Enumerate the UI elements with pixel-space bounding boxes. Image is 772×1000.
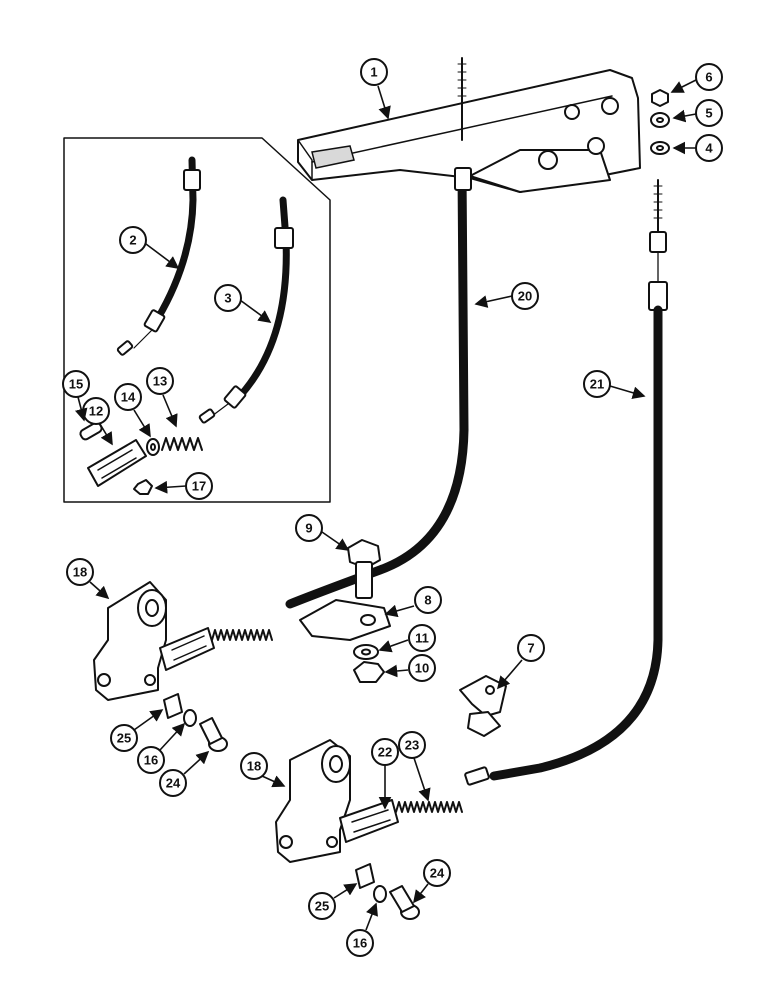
cable-3 [198, 196, 294, 424]
callout-2: 2 [119, 226, 180, 269]
inset-nut-17 [133, 479, 153, 495]
callout-18a: 18 [66, 558, 110, 600]
svg-text:25: 25 [315, 899, 329, 914]
callout-15: 15 [62, 370, 90, 422]
clevis-upper [159, 627, 215, 671]
svg-text:8: 8 [424, 593, 431, 608]
bracket-8 [299, 599, 391, 641]
svg-text:7: 7 [527, 641, 534, 656]
svg-text:24: 24 [166, 776, 181, 791]
inset-washer-14 [146, 438, 160, 456]
clip-25-lower [355, 863, 375, 889]
pin-24-upper [199, 717, 228, 752]
inset-detail-box [63, 137, 331, 503]
svg-text:14: 14 [121, 390, 136, 405]
callout-6: 6 [670, 63, 723, 93]
callout-23: 23 [398, 731, 431, 802]
callout-3: 3 [214, 284, 272, 323]
callout-14: 14 [114, 383, 151, 438]
callout-8: 8 [384, 586, 442, 618]
callout-1: 1 [360, 58, 391, 120]
callout-9: 9 [295, 514, 350, 551]
callout-11: 11 [378, 624, 436, 653]
spring-upper [211, 629, 273, 641]
svg-text:21: 21 [590, 377, 604, 392]
svg-text:2: 2 [129, 233, 136, 248]
lever-arm-18-upper [93, 581, 167, 701]
washer-16-upper [183, 709, 197, 727]
clip-25-upper [163, 693, 183, 719]
svg-text:18: 18 [247, 759, 261, 774]
callout-13: 13 [146, 367, 178, 428]
washer-5 [650, 112, 670, 128]
svg-text:12: 12 [89, 404, 103, 419]
callout-18b: 18 [240, 752, 286, 788]
svg-text:23: 23 [405, 738, 419, 753]
callout-17: 17 [154, 472, 213, 500]
callout-4: 4 [672, 134, 723, 162]
callout-22: 22 [371, 738, 399, 810]
svg-text:25: 25 [117, 731, 131, 746]
svg-text:6: 6 [705, 70, 712, 85]
cable-2 [116, 156, 201, 356]
bolt-9 [347, 539, 381, 599]
svg-text:17: 17 [192, 479, 206, 494]
svg-text:5: 5 [705, 106, 712, 121]
svg-text:10: 10 [415, 661, 429, 676]
washer-11 [353, 644, 379, 660]
nut-10 [353, 661, 385, 683]
nut-6 [651, 89, 669, 107]
washer-4 [650, 141, 670, 155]
spring-lower [395, 766, 490, 813]
callout-7: 7 [496, 634, 545, 690]
washer-16-lower [373, 885, 387, 903]
svg-text:16: 16 [144, 753, 158, 768]
bracket-7 [459, 675, 507, 737]
callout-25b: 25 [308, 883, 358, 920]
callout-5: 5 [672, 99, 723, 127]
callout-layer: 1 2 3 4 5 6 7 8 9 10 11 12 13 14 15 16 1… [62, 58, 723, 957]
svg-text:9: 9 [305, 521, 312, 536]
clevis-lower [339, 799, 399, 843]
callout-24b: 24 [413, 859, 451, 904]
svg-text:13: 13 [153, 374, 167, 389]
svg-text:18: 18 [73, 565, 87, 580]
callout-16a: 16 [137, 722, 186, 774]
callout-24a: 24 [159, 750, 210, 797]
callout-10: 10 [384, 654, 436, 682]
lever-arm-18-lower [275, 739, 351, 863]
callout-21: 21 [583, 370, 646, 399]
lever-assembly-1 [297, 57, 641, 193]
svg-text:4: 4 [705, 141, 713, 156]
svg-text:24: 24 [430, 866, 445, 881]
svg-text:1: 1 [370, 65, 377, 80]
svg-text:22: 22 [378, 745, 392, 760]
svg-text:15: 15 [69, 377, 83, 392]
callout-20: 20 [474, 282, 539, 310]
inset-clevis-12 [87, 439, 147, 487]
svg-text:16: 16 [353, 936, 367, 951]
callout-16b: 16 [346, 902, 378, 957]
inset-spring-13 [161, 437, 203, 451]
svg-text:20: 20 [518, 289, 532, 304]
callout-25a: 25 [110, 709, 164, 752]
svg-text:11: 11 [415, 631, 429, 646]
cable-20 [285, 167, 472, 609]
cable-21 [489, 179, 668, 781]
svg-text:3: 3 [224, 291, 231, 306]
pin-24-lower [389, 885, 420, 920]
